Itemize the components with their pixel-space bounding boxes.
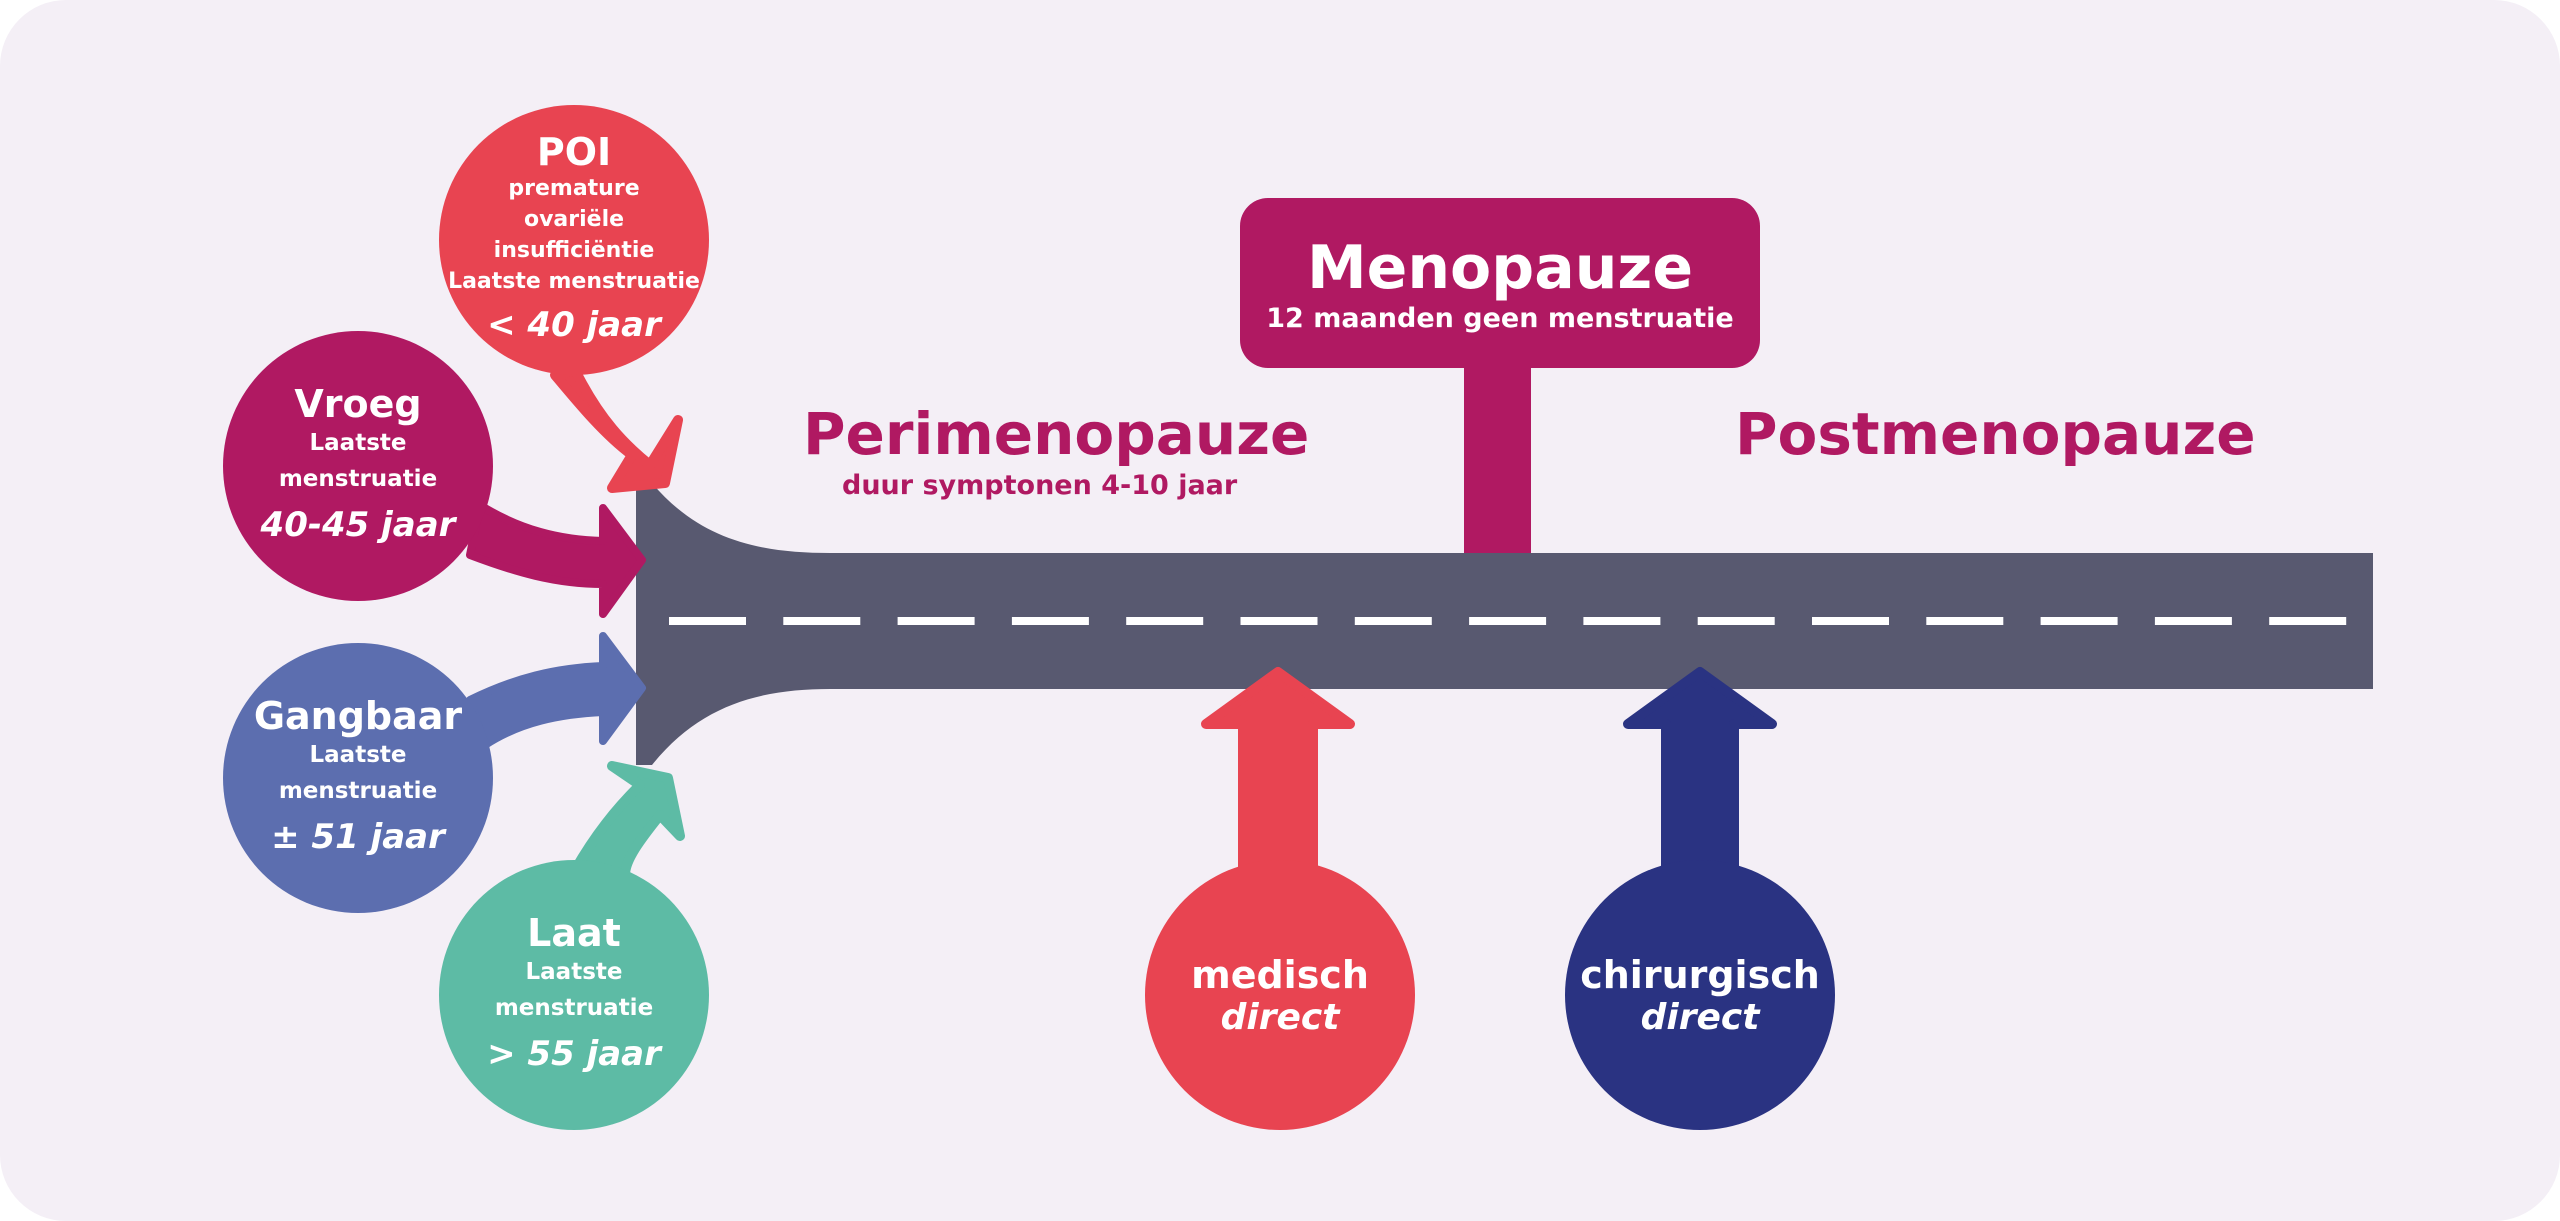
road-dash: [2269, 617, 2347, 625]
gangbaar-label: Gangbaar Laatste menstruatie ± 51 jaar: [228, 658, 488, 898]
road-dash: [1469, 617, 1547, 625]
menopauze-subtitle: 12 maanden geen menstruatie: [1266, 302, 1734, 334]
chirurgisch-arrow: [1623, 667, 1777, 885]
road-dash: [1126, 617, 1204, 625]
road-dash: [1583, 617, 1661, 625]
menopauze-title: Menopauze: [1306, 232, 1694, 303]
gangbaar-age: ± 51 jaar: [271, 816, 445, 857]
chirurgisch-circle: [1565, 860, 1835, 1130]
gangbaar-title: Gangbaar: [253, 693, 463, 738]
gangbaar-line-2: menstruatie: [278, 778, 438, 805]
road-dash: [2040, 617, 2118, 625]
menopauze-sign-board: [1240, 198, 1760, 368]
road-dash: [1354, 617, 1432, 625]
poi-arrow: [550, 365, 683, 493]
poi-title: POI: [536, 129, 612, 174]
road-dash: [1926, 617, 2004, 625]
road-dash: [669, 617, 746, 625]
vroeg-title: Vroeg: [294, 381, 422, 426]
vroeg-line-2: menstruatie: [278, 466, 438, 493]
poi-line-3: Laatste menstruatie: [448, 268, 700, 294]
road-dash: [897, 617, 975, 625]
laat-age: > 55 jaar: [487, 1033, 661, 1074]
road-dash: [783, 617, 861, 625]
laat-title: Laat: [527, 910, 621, 955]
road-dash: [1011, 617, 1089, 625]
gangbaar-circle: [223, 643, 493, 913]
poi-line-2: ovariële insufficiëntie: [493, 207, 655, 264]
gangbaar-line-1: Laatste: [309, 742, 407, 769]
road-dash: [2154, 617, 2232, 625]
vroeg-label: Vroeg Laatste menstruatie 40-45 jaar: [228, 346, 488, 586]
medisch-arrow: [1201, 667, 1355, 885]
menopauze-sign-label: Menopauze 12 maanden geen menstruatie: [1240, 198, 1760, 368]
laat-label: Laat Laatste menstruatie > 55 jaar: [444, 875, 704, 1115]
vroeg-age: 40-45 jaar: [260, 504, 456, 545]
laat-arrow: [570, 761, 685, 880]
menopauze-sign-post: [1464, 360, 1531, 553]
laat-circle: [439, 860, 709, 1130]
medisch-label: medisch direct: [1145, 935, 1415, 1055]
poi-circle: [439, 105, 709, 375]
road-center-dashes: [669, 617, 2347, 625]
vroeg-line-1: Laatste: [309, 430, 407, 457]
perimenopauze-subtitle: duur symptonen 4-10 jaar: [842, 470, 1238, 501]
laat-line-2: menstruatie: [494, 995, 654, 1022]
poi-label: POI premature ovariële insufficiëntie La…: [444, 105, 704, 375]
postmenopauze-title: Postmenopauze: [1735, 400, 2256, 468]
laat-line-1: Laatste: [525, 959, 623, 986]
road-dash: [1697, 617, 1775, 625]
road-dash: [1240, 617, 1318, 625]
medisch-subtitle: direct: [1220, 996, 1340, 1038]
gangbaar-arrow: [466, 632, 646, 749]
road-dash: [1812, 617, 1889, 625]
chirurgisch-label: chirurgisch direct: [1565, 935, 1835, 1055]
vroeg-circle: [223, 331, 493, 601]
poi-age: < 40 jaar: [487, 304, 661, 345]
poi-line-1: premature: [508, 176, 640, 202]
medisch-title: medisch: [1191, 952, 1369, 997]
chirurgisch-title: chirurgisch: [1580, 952, 1820, 997]
chirurgisch-subtitle: direct: [1640, 996, 1760, 1038]
perimenopauze-title: Perimenopauze: [803, 400, 1310, 468]
medisch-circle: [1145, 860, 1415, 1130]
vroeg-arrow: [466, 501, 646, 618]
